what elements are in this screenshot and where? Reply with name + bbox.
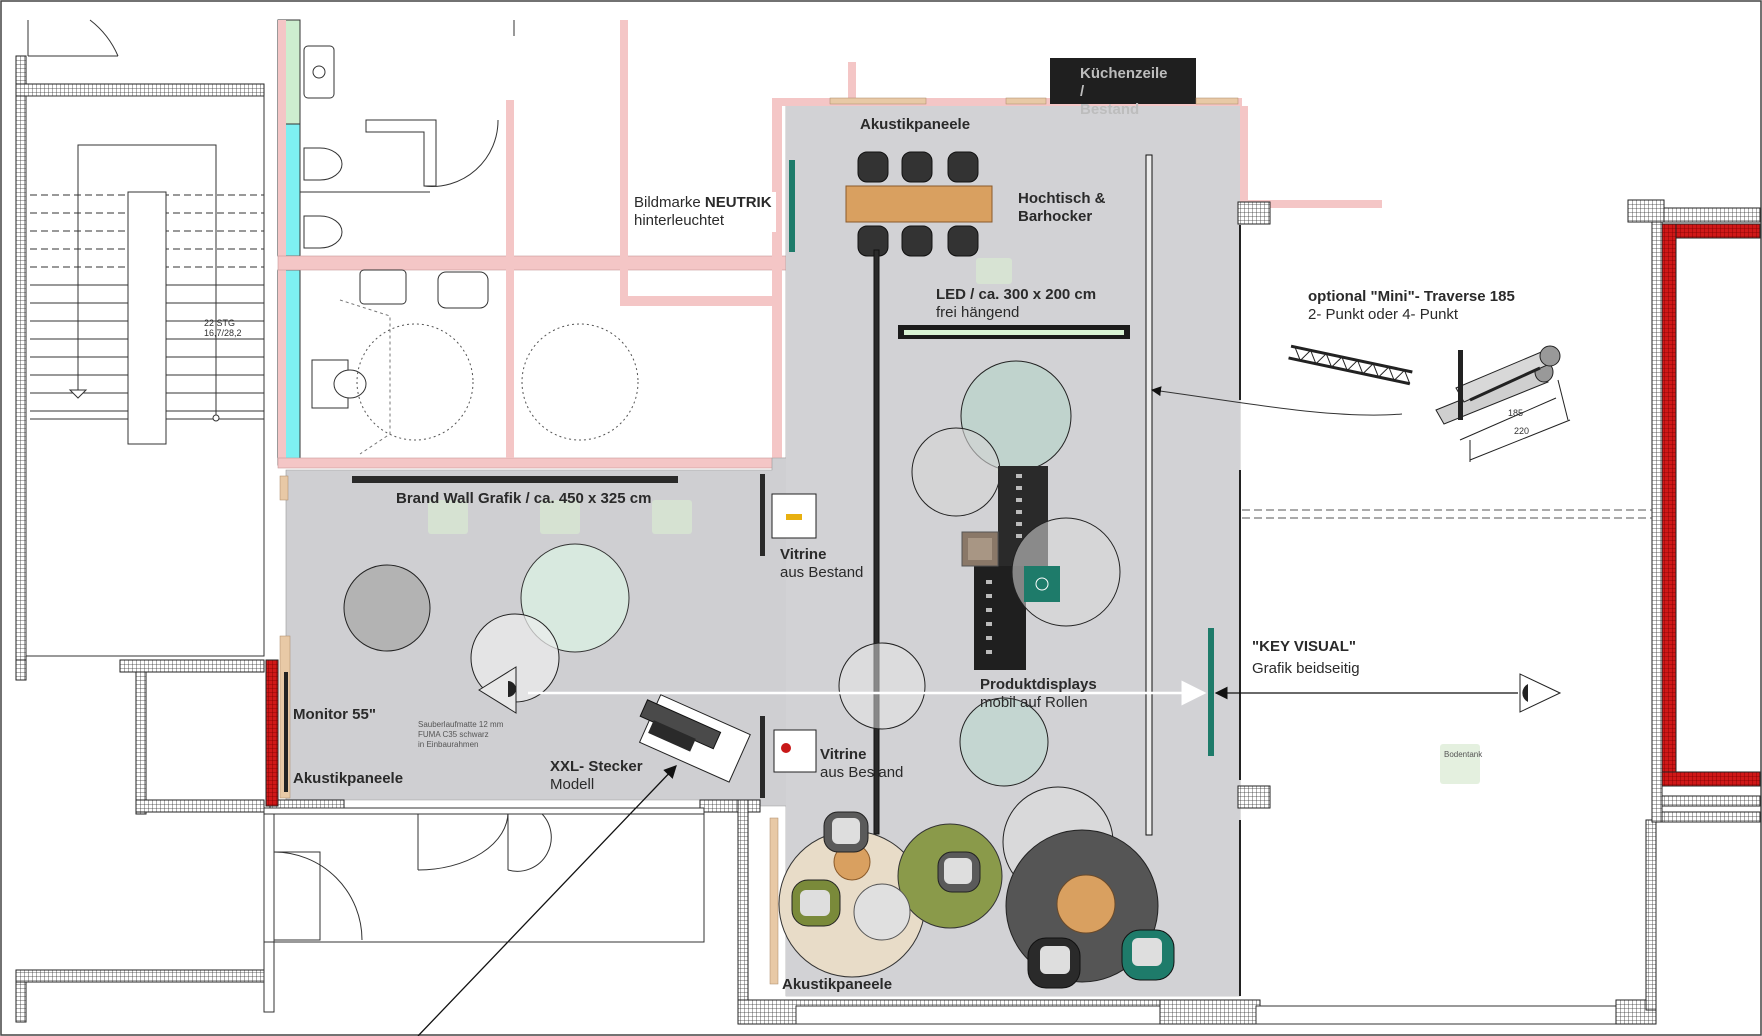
bar-stool [901, 225, 933, 257]
acoustic-panel-top-1 [829, 97, 927, 105]
brand-wall-label: Brand Wall Grafik / ca. 450 x 325 cm [396, 490, 652, 507]
vitrine-1-label: Vitrine [780, 546, 827, 563]
key-visual-sublabel: Grafik beidseitig [1252, 660, 1360, 677]
vitrine-2-label: Vitrine [820, 746, 867, 763]
xxl-plug-label: XXL- Stecker [550, 758, 643, 775]
entrance-area [263, 659, 705, 1013]
truss-sublabel: 2- Punkt oder 4- Punkt [1308, 306, 1459, 323]
rail-left [873, 249, 880, 835]
xxl-plug-model [638, 694, 751, 783]
acoustic-left-label: Akustikpaneele [293, 770, 404, 787]
truss-icon [1288, 344, 1571, 462]
logo-label-suffix: hinterleuchtet [634, 212, 725, 229]
logo-label: Bildmarke NEUTRIK hinterleuchtet [630, 192, 776, 232]
monitor-label: Monitor 55" [293, 706, 376, 723]
xxl-plug-sublabel: Modell [550, 776, 595, 793]
lounge-left [778, 811, 1003, 978]
mat-note-1: Sauberlaufmatte 12 mm [418, 720, 504, 729]
bar-stool [901, 151, 933, 183]
key-visual-label: "KEY VISUAL" [1252, 638, 1356, 655]
bar-stool [857, 151, 889, 183]
logo-label-prefix: Bildmarke [634, 194, 705, 211]
plug-pointer-arrow [417, 765, 677, 1036]
vitrine-2-sublabel: aus Bestand [820, 764, 904, 781]
vitrine-1-sublabel: aus Bestand [780, 564, 864, 581]
acoustic-panel-top-3 [1195, 97, 1239, 105]
high-table [845, 151, 993, 257]
truss-dim-220: 220 [1514, 426, 1530, 436]
stairs-label: 22 STG [204, 318, 236, 328]
key-visual-panel [1208, 628, 1214, 756]
vitrine-2 [760, 716, 817, 798]
stairs-sublabel: 16,7/28,2 [204, 328, 242, 338]
acoustic-top-label: Akustikpaneele [860, 116, 971, 133]
product-displays-label: Produktdisplays [980, 676, 1097, 693]
logo-panel [789, 160, 795, 252]
truss-dim-185: 185 [1508, 408, 1524, 418]
restrooms [277, 19, 789, 469]
brand-wall [352, 476, 678, 483]
stairwell [15, 19, 267, 1023]
logo-label-brand: NEUTRIK [704, 194, 772, 211]
led-wall [898, 325, 1130, 339]
bar-stool [947, 151, 979, 183]
right-wing [1242, 199, 1761, 960]
left-circles [343, 543, 630, 714]
eye-icon [1519, 673, 1562, 713]
acoustic-panel-top-2 [1005, 97, 1047, 105]
mat-note-2: FUMA C35 schwarz [418, 730, 489, 739]
truss-pointer-arrow [1151, 386, 1403, 416]
bar-stool [947, 225, 979, 257]
rail-right [1145, 154, 1153, 836]
acoustic-panel-left-top [279, 475, 289, 501]
kitchen-label: Küchenzeile / Bestand [1050, 58, 1168, 118]
truss-label: optional "Mini"- Traverse 185 [1308, 288, 1515, 305]
vitrine-1 [760, 474, 817, 556]
led-label: LED / ca. 300 x 200 cm [936, 286, 1097, 303]
acoustic-panel-bottom [769, 817, 779, 985]
mat-note-3: in Einbaurahmen [418, 740, 479, 749]
monitor [284, 672, 288, 792]
high-table-label: Hochtisch & Barhocker [1018, 190, 1106, 225]
acoustic-bottom-label: Akustikpaneele [782, 976, 893, 993]
product-displays-sublabel: mobil auf Rollen [980, 694, 1088, 711]
bar-stool [857, 225, 889, 257]
floor-tank-label: Bodentank [1444, 750, 1483, 759]
lounge-right [1005, 829, 1175, 989]
led-sublabel: frei hängend [936, 304, 1020, 321]
